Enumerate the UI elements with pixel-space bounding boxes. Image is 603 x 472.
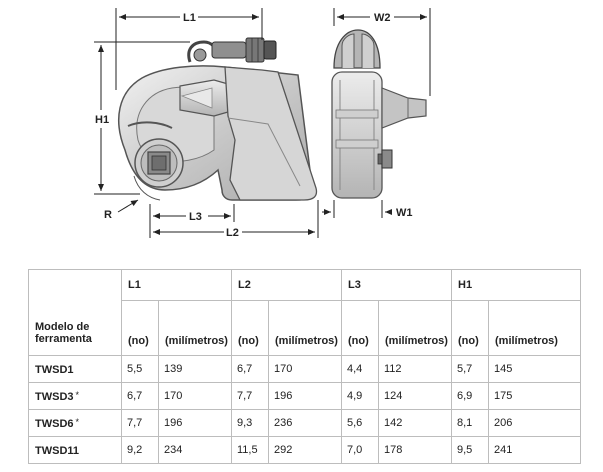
value-cell: 9,3	[231, 409, 269, 437]
value-cell: 9,2	[121, 436, 159, 464]
value-cell: 5,7	[451, 355, 489, 383]
unit-header-mm: (milímetros)	[378, 300, 452, 356]
dim-label-l3: L3	[189, 211, 202, 223]
value-cell: 241	[488, 436, 581, 464]
dim-label-r: R	[104, 209, 112, 221]
unit-header-in: (no)	[121, 300, 159, 356]
tool-drawing: L1 H1 R L3 L2 W2 W1	[94, 8, 431, 239]
value-cell: 170	[268, 355, 342, 383]
value-cell: 196	[158, 409, 232, 437]
value-cell: 7,7	[231, 382, 269, 410]
table-row: TWSD3* 6,7 170 7,7 196 4,9 124 6,9 175	[28, 382, 581, 410]
dim-label-w2: W2	[374, 12, 391, 24]
model-name: TWSD6	[35, 418, 74, 430]
group-header-h1: H1	[451, 269, 581, 301]
dimensions-table: Modelo de ferramenta L1 L2 L3 H1 (no) (m…	[28, 269, 581, 464]
dim-label-l2: L2	[226, 227, 239, 239]
value-cell: 5,5	[121, 355, 159, 383]
model-mark: *	[75, 390, 80, 400]
value-cell: 8,1	[451, 409, 489, 437]
value-cell: 139	[158, 355, 232, 383]
table-row: TWSD6* 7,7 196 9,3 236 5,6 142 8,1 206	[28, 409, 581, 437]
wrench-side-view	[118, 37, 318, 201]
value-cell: 6,7	[231, 355, 269, 383]
group-header-l2: L2	[231, 269, 342, 301]
dim-label-w1: W1	[396, 207, 413, 219]
unit-header-mm: (milímetros)	[268, 300, 342, 356]
value-cell: 6,7	[121, 382, 159, 410]
value-cell: 124	[378, 382, 452, 410]
model-cell: TWSD11	[28, 436, 122, 464]
table-header-units: (no) (milímetros) (no) (milímetros) (no)…	[29, 300, 581, 356]
model-mark: *	[75, 417, 80, 427]
model-column-header: Modelo de ferramenta	[28, 269, 122, 356]
tool-drawing-svg: L1 H1 R L3 L2 W2 W1	[94, 8, 431, 239]
wrench-front-view	[331, 29, 427, 199]
value-cell: 7,0	[341, 436, 379, 464]
value-cell: 206	[488, 409, 581, 437]
table-row: TWSD1 5,5 139 6,7 170 4,4 112 5,7 145	[28, 355, 581, 383]
model-cell: TWSD1	[28, 355, 122, 383]
value-cell: 236	[268, 409, 342, 437]
model-name: TWSD11	[35, 445, 80, 457]
unit-header-mm: (milímetros)	[158, 300, 232, 356]
value-cell: 142	[378, 409, 452, 437]
dim-label-h1: H1	[95, 114, 109, 126]
model-cell: TWSD6*	[28, 409, 122, 437]
dimension-lines	[94, 8, 431, 238]
value-cell: 175	[488, 382, 581, 410]
value-cell: 11,5	[231, 436, 269, 464]
table-row: TWSD11 9,2 234 11,5 292 7,0 178 9,5 241	[28, 436, 581, 464]
value-cell: 178	[378, 436, 452, 464]
value-cell: 112	[378, 355, 452, 383]
table-header-groups: Modelo de ferramenta L1 L2 L3 H1	[28, 269, 581, 356]
dim-label-l1: L1	[183, 12, 196, 24]
group-header-l3: L3	[341, 269, 452, 301]
group-header-l1: L1	[121, 269, 232, 301]
value-cell: 5,6	[341, 409, 379, 437]
value-cell: 292	[268, 436, 342, 464]
model-name: TWSD1	[35, 364, 74, 376]
value-cell: 145	[488, 355, 581, 383]
value-cell: 4,4	[341, 355, 379, 383]
unit-header-in: (no)	[231, 300, 269, 356]
model-cell: TWSD3*	[28, 382, 122, 410]
value-cell: 234	[158, 436, 232, 464]
value-cell: 170	[158, 382, 232, 410]
value-cell: 6,9	[451, 382, 489, 410]
value-cell: 9,5	[451, 436, 489, 464]
value-cell: 196	[268, 382, 342, 410]
value-cell: 4,9	[341, 382, 379, 410]
value-cell: 7,7	[121, 409, 159, 437]
model-name: TWSD3	[35, 391, 74, 403]
unit-header-in: (no)	[341, 300, 379, 356]
unit-header-in: (no)	[451, 300, 489, 356]
unit-header-mm: (milímetros)	[488, 300, 581, 356]
